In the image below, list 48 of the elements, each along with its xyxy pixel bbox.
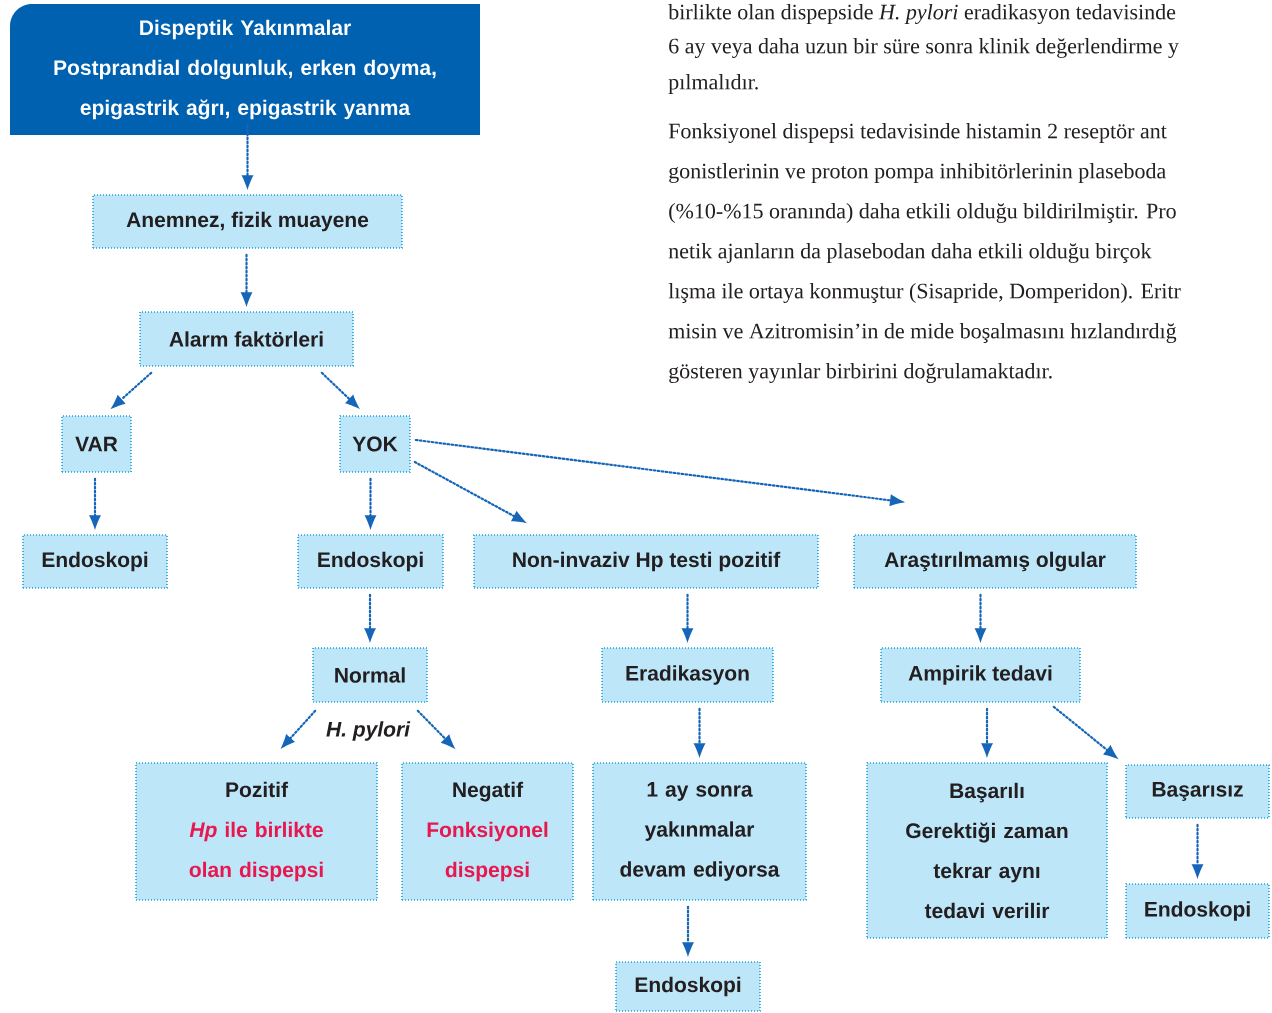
arrow xyxy=(414,438,905,507)
process-box: Negatif Fonksiyonel dispepsi xyxy=(401,762,574,901)
paragraph-line: gonistlerinin ve proton pompa inhibitörlerinin plaseboda xyxy=(669,163,1166,183)
arrow xyxy=(240,253,253,308)
process-box: Endoskopi xyxy=(615,961,761,1012)
arrow xyxy=(89,477,101,531)
paragraph-line: 6 ay veya daha uzun bir süre sonra klinik değerlendirme y xyxy=(669,38,1179,58)
process-box: Başarısız xyxy=(1125,764,1270,819)
arrow xyxy=(693,707,706,759)
arrow xyxy=(974,593,987,644)
paragraph-line: gösteren yayınlar birbirini doğrulamaktadır. xyxy=(669,363,1052,383)
arrow xyxy=(110,371,153,410)
process-box: Normal xyxy=(312,647,428,703)
process-box: VAR xyxy=(61,415,132,473)
process-box: Endoskopi xyxy=(22,534,168,589)
paragraph-line: (%10-%15 oranında) daha etkili olduğu bildirilmiştir. Pro xyxy=(669,203,1176,223)
process-box: Endoskopi xyxy=(1125,883,1270,939)
process-box: Başarılı Gerektiği zaman tekrar aynı tedavi verilir xyxy=(866,762,1108,939)
paragraph-line: netik ajanların da plasebodan daha etkili olduğu birçok xyxy=(668,243,1152,263)
process-box: Endoskopi xyxy=(297,534,444,589)
arrow xyxy=(1191,823,1204,880)
paragraph-line: lışma ile ortaya konmuştur (Sisapride, Domperidon). Eritr xyxy=(668,283,1181,303)
process-box: Pozitif Hp ile birlikte olan dispepsi xyxy=(135,762,378,901)
header-box: Dispeptik Yakınmalar Postprandial dolgunluk, erken doyma, epigastrik ağrı, epigastrik yanma xyxy=(10,4,480,135)
process-box: Alarm faktörleri xyxy=(139,311,354,367)
process-box: YOK xyxy=(339,415,411,473)
paragraph-line: birlikte olan dispepside H. pylori eradikasyon tedavisinde xyxy=(668,4,1176,24)
arrow xyxy=(981,707,993,759)
arrow xyxy=(280,709,317,750)
process-box: Non-invaziv Hp testi pozitif xyxy=(473,534,819,589)
paragraph-line: pılmalıdır. xyxy=(668,74,758,94)
arrow xyxy=(681,593,694,644)
process-box: Ampirik tedavi xyxy=(880,647,1081,703)
process-box: Eradikasyon xyxy=(601,647,774,703)
arrow xyxy=(320,371,360,410)
arrow xyxy=(413,460,527,524)
process-box: Anemnez, fizik muayene xyxy=(92,194,403,249)
paragraph-line: Fonksiyonel dispepsi tedavisinde histamin 2 reseptör ant xyxy=(668,123,1167,143)
process-box: Araştırılmamış olgular xyxy=(853,534,1137,589)
paragraph-line: misin ve Azitromisin’in de mide boşalmasını hızlandırdığ xyxy=(668,323,1177,343)
arrow xyxy=(364,477,377,531)
arrow xyxy=(416,709,456,750)
italic-label: H. pylori xyxy=(326,721,411,741)
arrow xyxy=(241,124,254,191)
process-box: 1 ay sonra yakınmalar devam ediyorsa xyxy=(592,762,807,901)
arrow xyxy=(1052,705,1119,760)
arrow xyxy=(364,593,376,644)
arrow xyxy=(682,905,694,958)
